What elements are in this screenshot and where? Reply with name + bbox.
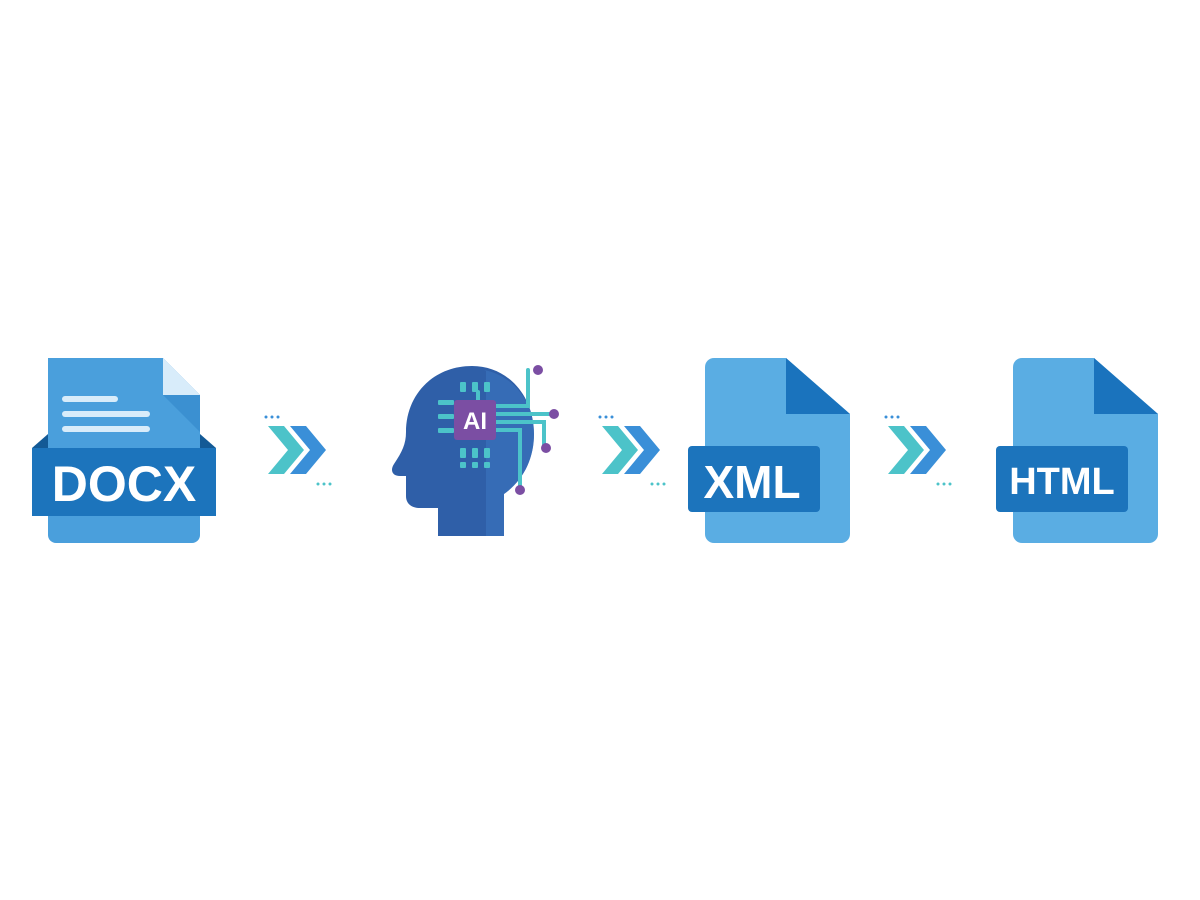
html-file-icon: HTML bbox=[996, 358, 1162, 544]
connector-arrow-3 bbox=[882, 410, 962, 490]
connector-arrow-2 bbox=[596, 410, 676, 490]
html-label: HTML bbox=[1009, 461, 1115, 503]
docx-file-icon: DOCX bbox=[32, 358, 222, 544]
double-chevron-right-icon bbox=[888, 426, 946, 474]
connector-arrow-1 bbox=[262, 410, 342, 490]
docx-label: DOCX bbox=[52, 456, 196, 512]
xml-label: XML bbox=[703, 456, 800, 508]
ai-head-icon: AI bbox=[388, 362, 568, 540]
double-chevron-right-icon bbox=[602, 426, 660, 474]
double-chevron-right-icon bbox=[268, 426, 326, 474]
xml-file-icon: XML bbox=[688, 358, 854, 544]
ai-label: AI bbox=[463, 408, 487, 435]
